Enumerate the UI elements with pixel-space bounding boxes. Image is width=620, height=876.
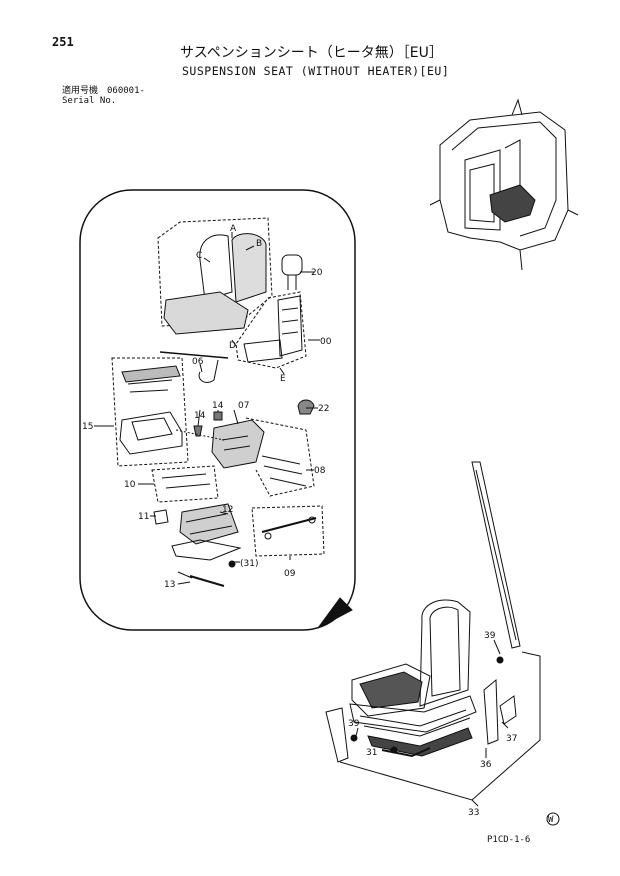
rod [471, 461, 521, 649]
callout-36: 36 [480, 760, 492, 770]
seat-cushion-d [163, 291, 249, 335]
callout-20: 20 [311, 268, 323, 278]
serial-no-label: Serial No. [62, 96, 117, 106]
callout-00: 00 [320, 337, 332, 347]
group-10-outline [151, 465, 219, 503]
callout-39-upper: 39 [484, 631, 496, 641]
callout-06: 06 [192, 357, 204, 367]
callout-31: 31 [366, 748, 377, 758]
gas-spring-39 [325, 707, 349, 763]
callout-c: C [196, 251, 202, 261]
callout-e: E [280, 374, 286, 384]
title-japanese: サスペンションシート（ヒータ無）［EU］ [180, 45, 443, 61]
group-08-outline [245, 417, 315, 497]
callout-39-lower: 39 [348, 719, 360, 729]
group-09-outline [251, 505, 325, 557]
callout-11: 11 [138, 512, 149, 522]
callout-22: 22 [318, 404, 329, 414]
w-mark-circle [546, 812, 560, 826]
page-number: 251 [52, 35, 74, 49]
w-mark-letter: W [548, 815, 554, 825]
callout-b: B [256, 239, 262, 249]
applicable-serial-label: 適用号機 060001- [62, 86, 145, 96]
callout-37: 37 [506, 734, 517, 744]
callout-14-lower: 14 [194, 411, 206, 421]
seat-backrest-c [199, 234, 233, 301]
callout-12: 12 [222, 505, 233, 515]
callout-13: 13 [164, 580, 175, 590]
callout-d: D [229, 341, 236, 351]
callout-08: 08 [314, 466, 326, 476]
callout-14-upper: 14 [212, 401, 224, 411]
seat-frame-group-e-outline [235, 291, 307, 369]
headrest-20 [281, 254, 303, 276]
detail-pointer-arrow [317, 597, 353, 629]
seat-backrest-b [231, 233, 267, 303]
side-cover-36 [483, 678, 499, 745]
callout-10: 10 [124, 480, 136, 490]
callout-31-bracket: (31) [240, 559, 258, 569]
figure-code: P1CD-1-6 [487, 835, 531, 845]
seat-cushion-group-a-outline [157, 217, 273, 327]
main-seat-illustration [349, 599, 477, 758]
title-english: SUSPENSION SEAT (WITHOUT HEATER)[EU] [182, 64, 450, 78]
callout-07: 07 [238, 401, 249, 411]
callout-15: 15 [82, 422, 93, 432]
cover-37 [499, 695, 517, 725]
detail-frame [79, 189, 356, 631]
callout-33: 33 [468, 808, 479, 818]
callout-09: 09 [284, 569, 296, 579]
cab-overview-illustration [429, 98, 579, 271]
callout-a: A [230, 224, 237, 234]
group-15-outline [111, 357, 189, 467]
